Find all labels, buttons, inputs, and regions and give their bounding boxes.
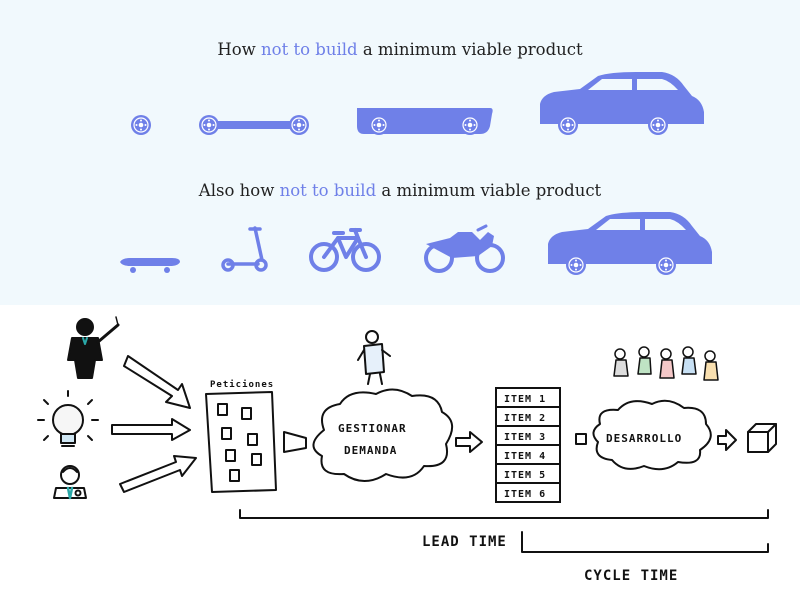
highlight-not-to-build: not to build xyxy=(261,40,358,59)
backlog-item-label: ITEM 5 xyxy=(504,470,546,481)
presenter-icon xyxy=(67,316,120,379)
bicycle-icon xyxy=(309,228,381,272)
cycle-time-label: CYCLE TIME xyxy=(584,568,678,584)
backlog-item-box xyxy=(495,482,561,503)
backlog-item-label: ITEM 1 xyxy=(504,394,546,405)
manage-label-line1: GESTIONAR xyxy=(338,422,407,435)
scooter-icon xyxy=(221,226,268,272)
car-chassis-icon xyxy=(357,108,493,136)
manage-demand-cloud xyxy=(312,388,453,482)
source-arrow xyxy=(111,418,191,441)
lead-time-label: LEAD TIME xyxy=(422,534,507,550)
box-icon xyxy=(747,423,777,453)
backlog-item-label: ITEM 3 xyxy=(504,432,546,443)
backlog-item-label: ITEM 2 xyxy=(504,413,546,424)
development-cloud xyxy=(592,399,712,471)
connector-icon xyxy=(575,433,587,445)
flow-arrow xyxy=(455,431,483,453)
axle-icon xyxy=(198,114,310,136)
requests-label: Peticiones xyxy=(210,379,274,390)
highlight-not-to-build: not to build xyxy=(279,181,377,200)
lightbulb-icon xyxy=(37,390,99,447)
lead-time-bracket xyxy=(239,509,769,519)
development-team-icon xyxy=(613,346,719,381)
requests-sheet xyxy=(205,391,277,493)
source-arrow xyxy=(123,355,191,409)
flow-arrow xyxy=(717,429,737,451)
development-label: DESARROLLO xyxy=(606,432,682,445)
mvp-headline-1: How not to build a minimum viable produc… xyxy=(217,40,583,59)
backlog-item-label: ITEM 4 xyxy=(504,451,546,462)
backlog-item-label: ITEM 6 xyxy=(504,489,546,500)
backlog-items: ITEM 1 ITEM 2 ITEM 3 ITEM 4 ITEM 5 ITEM 6 xyxy=(495,387,561,503)
motorcycle-icon xyxy=(424,224,505,273)
cycle-time-bracket xyxy=(521,531,769,553)
mvp-panel: How not to build a minimum viable produc… xyxy=(0,0,800,305)
manage-label-line2: DEMANDA xyxy=(344,444,397,457)
mvp-headline-2: Also how not to build a minimum viable p… xyxy=(198,181,602,200)
source-arrow xyxy=(119,455,197,493)
team-member-icon xyxy=(357,330,391,385)
doctor-icon xyxy=(53,465,87,500)
funnel-icon xyxy=(283,431,307,453)
skateboard-icon xyxy=(120,258,180,273)
vehicles-illustration xyxy=(120,0,800,305)
